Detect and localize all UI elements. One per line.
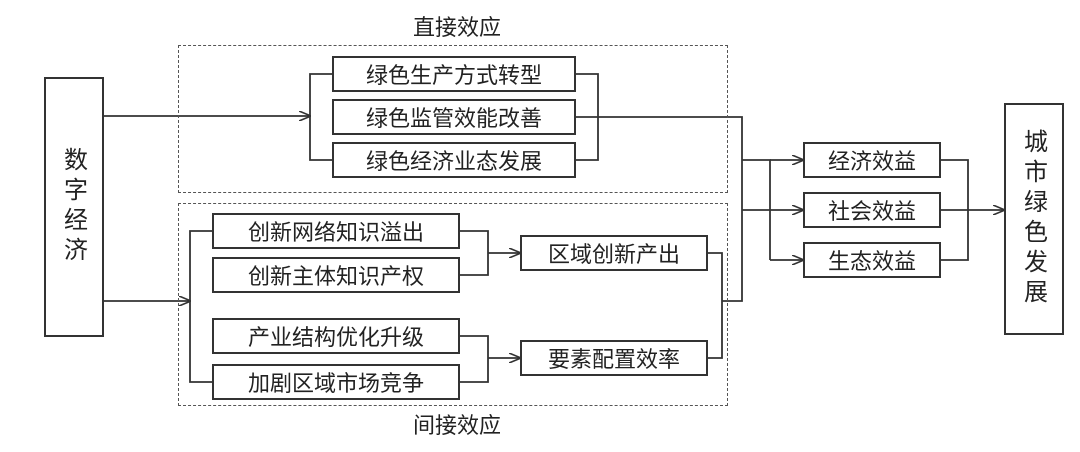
direct-item-green-regulation: 绿色监管效能改善 — [332, 99, 576, 135]
line-direct-to-benefits — [576, 116, 743, 210]
factor-allocation-efficiency-box: 要素配置效率 — [520, 340, 708, 376]
indirect-item-market-competition: 加剧区域市场竞争 — [212, 364, 460, 400]
line-indirect-to-benefits — [722, 210, 743, 302]
bracket-allocation — [460, 335, 489, 383]
indirect-item-knowledge-spillover: 创新网络知识溢出 — [212, 213, 460, 249]
benefit-ecological: 生态效益 — [803, 242, 941, 278]
benefit-social: 社会效益 — [803, 192, 941, 228]
direct-effect-label: 直接效应 — [403, 10, 511, 42]
indirect-item-industrial-structure: 产业结构优化升级 — [212, 318, 460, 354]
benefit-economic: 经济效益 — [803, 142, 941, 178]
indirect-item-intellectual-property: 创新主体知识产权 — [212, 257, 460, 293]
indirect-effect-group — [178, 203, 728, 406]
bracket-mediators — [708, 252, 723, 359]
direct-item-green-production: 绿色生产方式转型 — [332, 56, 576, 92]
direct-item-green-business: 绿色经济业态发展 — [332, 142, 576, 178]
regional-innovation-output-box: 区域创新产出 — [520, 235, 708, 271]
bracket-direct-left — [309, 73, 332, 161]
bracket-indirect-left — [189, 230, 212, 383]
direct-effect-group — [178, 45, 728, 193]
urban-green-development-box: 城市绿色发展 — [1004, 103, 1064, 335]
digital-economy-box: 数字经济 — [44, 77, 104, 337]
indirect-effect-label: 间接效应 — [403, 408, 511, 440]
